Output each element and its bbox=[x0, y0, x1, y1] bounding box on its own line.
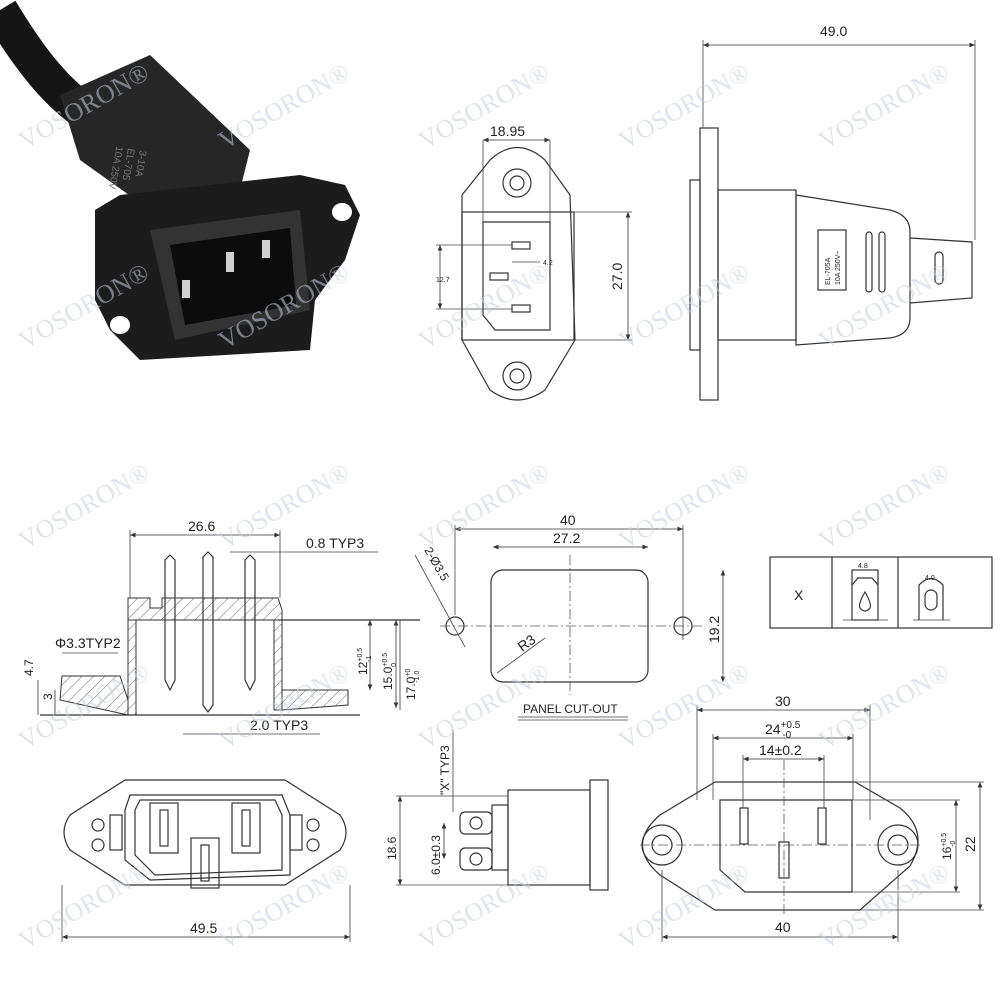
dim-4-2: 4.2 bbox=[543, 260, 553, 267]
dim-27-0: 27.0 bbox=[609, 263, 625, 290]
watermark: VOSORON® bbox=[614, 657, 754, 755]
photo-label-1: 3-10A bbox=[132, 149, 148, 178]
pin-right bbox=[262, 240, 270, 258]
dim-2-0-typ3: 2.0 TYP3 bbox=[250, 717, 308, 733]
mount-hole-bottom bbox=[110, 316, 130, 334]
x-typ3-label: "X" TYP3 bbox=[438, 745, 452, 795]
dim-49-0: 49.0 bbox=[820, 23, 847, 39]
pin-dim-4-0: 4.0 bbox=[925, 575, 935, 582]
dim-6-0: 6.0±0.3 bbox=[429, 835, 443, 875]
watermark: VOSORON® bbox=[14, 457, 154, 555]
bottom-front-view: 49.5 bbox=[61, 779, 351, 942]
product-photo: 3-10A EL-705 10A 250V bbox=[0, 0, 360, 360]
dim-27-2: 27.2 bbox=[553, 530, 580, 546]
dim-17-tol-lower: -1.0 bbox=[414, 670, 421, 682]
dim-0-8-typ3: 0.8 TYP3 bbox=[306, 535, 364, 551]
watermark: VOSORON® bbox=[614, 457, 754, 555]
mount-hole-top bbox=[332, 203, 352, 221]
dim-26-6: 26.6 bbox=[188, 518, 215, 534]
pin-left bbox=[182, 280, 190, 298]
dim-18-6: 18.6 bbox=[385, 836, 399, 860]
pin-dim-4-8: 4.8 bbox=[858, 563, 868, 570]
dim-3: 3 bbox=[41, 693, 55, 700]
dim-49-5: 49.5 bbox=[190, 920, 217, 936]
svg-text:12+0.5-1: 12+0.5-1 bbox=[356, 648, 373, 675]
watermark: VOSORON® bbox=[814, 657, 954, 755]
svg-text:16+0.5-0: 16+0.5-0 bbox=[940, 833, 957, 860]
dim-24-tol-lower: -0 bbox=[782, 730, 791, 741]
dim-24-tol-upper: +0.5 bbox=[781, 720, 801, 731]
side-view-top: EL-705A 10A 250V~ 49.0 bbox=[689, 23, 976, 401]
dim-15: 15.0 bbox=[381, 666, 395, 690]
watermark: VOSORON® bbox=[614, 857, 754, 955]
watermark: VOSORON® bbox=[814, 57, 954, 155]
watermark: VOSORON® bbox=[814, 457, 954, 555]
panel-cutout-title: PANEL CUT-OUT bbox=[523, 702, 618, 716]
dim-4-7: 4.7 bbox=[22, 659, 36, 676]
dim-12-tol-upper: +0.5 bbox=[357, 648, 364, 662]
side-label-rating: 10A 250V~ bbox=[835, 251, 842, 285]
pin-table-x: X bbox=[794, 587, 804, 603]
bottom-right-view: 30 24+0.5-0 14±0.2 40 16+0.5-0 22 bbox=[640, 693, 984, 942]
pin-side-view: 18.6 6.0±0.3 "X" TYP3 bbox=[385, 730, 609, 891]
dim-40: 40 bbox=[560, 512, 576, 528]
watermark: VOSORON® bbox=[814, 857, 954, 955]
dim-12: 12 bbox=[356, 661, 370, 675]
pin-table: X 4.8 4.0 bbox=[769, 556, 993, 629]
watermark: VOSORON® bbox=[414, 57, 554, 155]
svg-text:24+0.5-0: 24+0.5-0 bbox=[765, 720, 801, 741]
watermark: VOSORON® bbox=[14, 857, 154, 955]
panel-cutout-view: 40 27.2 19.2 2-Ø3.5 R3 PANEL CUT-OUT bbox=[414, 512, 726, 721]
plug-strain-relief bbox=[60, 55, 250, 210]
svg-text:17.0+0-1.0: 17.0+0-1.0 bbox=[404, 669, 421, 700]
dim-22: 22 bbox=[962, 836, 978, 852]
pin-center bbox=[226, 252, 234, 272]
dim-16: 16 bbox=[940, 846, 954, 860]
dim-r3: R3 bbox=[515, 631, 539, 654]
dim-17: 17.0 bbox=[404, 676, 418, 700]
dim-hole-3-3: Φ3.3TYP2 bbox=[55, 635, 121, 651]
dim-12-7: 12.7 bbox=[436, 277, 450, 284]
watermark: VOSORON® bbox=[614, 57, 754, 155]
dim-15-tol-lower: 0 bbox=[391, 663, 398, 667]
dim-12-tol-lower: -1 bbox=[366, 655, 373, 661]
dim-14: 14±0.2 bbox=[759, 742, 802, 758]
dim-24: 24 bbox=[765, 721, 781, 737]
side-label-model: EL-705A bbox=[825, 257, 832, 285]
dim-40-bottom: 40 bbox=[775, 919, 791, 935]
dim-19-2: 19.2 bbox=[706, 616, 722, 643]
svg-text:15.0+0.50: 15.0+0.50 bbox=[381, 653, 398, 690]
front-view-top: 18.95 27.0 12.7 4.2 bbox=[436, 123, 632, 401]
watermark: VOSORON® bbox=[414, 457, 554, 555]
dim-16-tol-lower: -0 bbox=[950, 840, 957, 846]
dim-18-95: 18.95 bbox=[490, 123, 525, 139]
watermark: VOSORON® bbox=[214, 57, 354, 155]
dim-30: 30 bbox=[775, 693, 791, 709]
dim-16-tol-upper: +0.5 bbox=[941, 833, 948, 847]
dim-17-tol-upper: +0 bbox=[405, 669, 412, 677]
dim-15-tol-upper: +0.5 bbox=[382, 653, 389, 667]
section-view: 26.6 0.8 TYP3 Φ3.3TYP2 4.7 3 12+0.5-1 15… bbox=[22, 518, 421, 735]
